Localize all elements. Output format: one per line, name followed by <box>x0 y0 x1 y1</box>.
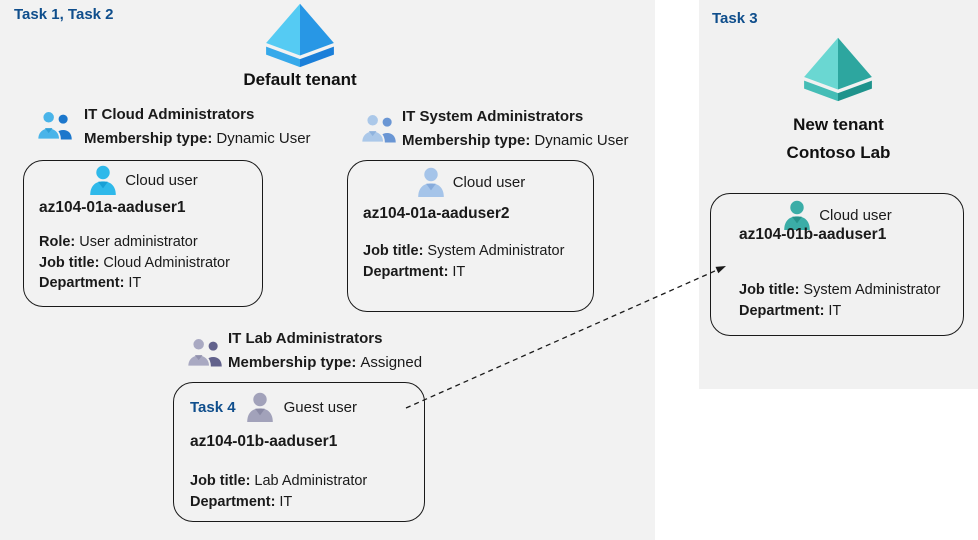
card-header: Cloud user <box>348 166 593 198</box>
field-row: Job title:Cloud Administrator <box>39 253 230 274</box>
guest-user-card-aaduser1b: Task 4 Guest user az104-01b-aaduser1 Job… <box>173 382 425 522</box>
user-card-aaduser2: Cloud user az104-01a-aaduser2 Job title:… <box>347 160 594 312</box>
field-row: Department:IT <box>39 273 230 294</box>
group-name-lab-admins: IT Lab Administrators <box>228 330 383 347</box>
field-row: Department:IT <box>363 262 564 283</box>
cloud-user-icon <box>784 200 811 230</box>
field-value: IT <box>828 302 842 319</box>
cloud-user-icon <box>417 167 444 197</box>
field-row: Job title:System Administrator <box>363 241 564 262</box>
field-row: Department:IT <box>739 301 940 322</box>
field-label: Job title: <box>39 254 100 271</box>
field-row: Job title:System Administrator <box>739 280 940 301</box>
user-type-label: Cloud user <box>125 171 198 189</box>
username: az104-01b-aaduser1 <box>190 433 338 450</box>
username: az104-01a-aaduser2 <box>363 205 510 222</box>
membership-label: Membership type: <box>228 354 357 371</box>
membership-label: Membership type: <box>84 130 213 147</box>
membership-cloud-admins: Membership type:Dynamic User <box>84 130 311 147</box>
user-fields: Role:User administrator Job title:Cloud … <box>39 232 230 294</box>
membership-system-admins: Membership type:Dynamic User <box>402 132 629 149</box>
new-tenant-title-line1: New tenant <box>793 115 884 134</box>
field-value: Lab Administrator <box>254 473 368 489</box>
field-value: IT <box>279 493 293 510</box>
group-icon-system-admins <box>360 113 396 144</box>
user-type-label: Guest user <box>283 398 357 416</box>
field-label: Department: <box>190 493 276 510</box>
user-type-label: Cloud user <box>819 206 892 224</box>
user-fields: Job title:System Administrator Departmen… <box>739 280 940 321</box>
field-label: Department: <box>739 302 825 319</box>
azure-ad-tenant-icon <box>266 3 334 68</box>
default-tenant-title: Default tenant <box>243 70 357 89</box>
field-value: System Administrator <box>427 243 565 259</box>
card-header: Task 4 Guest user <box>174 391 424 423</box>
user-fields: Job title:System Administrator Departmen… <box>363 241 564 282</box>
guest-user-icon <box>246 392 273 422</box>
new-tenant-title-line2: Contoso Lab <box>786 143 891 162</box>
field-label: Department: <box>363 263 449 280</box>
user-fields: Job title:Lab Administrator Department:I… <box>190 471 367 512</box>
membership-value: Dynamic User <box>216 130 311 147</box>
cloud-user-icon <box>90 165 117 195</box>
new-tenant-icon <box>804 37 872 102</box>
task-4-label: Task 4 <box>190 398 236 416</box>
card-header: Cloud user <box>711 199 963 231</box>
field-row: Department:IT <box>190 492 367 513</box>
card-header: Cloud user <box>24 164 262 196</box>
task-3-label: Task 3 <box>712 10 758 27</box>
username: az104-01a-aaduser1 <box>39 199 186 216</box>
field-value: Cloud Administrator <box>103 254 230 271</box>
field-label: Job title: <box>363 243 424 259</box>
membership-label: Membership type: <box>402 132 531 149</box>
group-icon-cloud-admins <box>36 110 72 141</box>
field-row: Role:User administrator <box>39 232 230 253</box>
membership-value: Assigned <box>360 354 423 371</box>
field-value: IT <box>452 263 466 280</box>
field-value: User administrator <box>79 234 198 250</box>
field-label: Job title: <box>190 473 251 489</box>
user-card-aaduser1b-newtenant: Cloud user az104-01b-aaduser1 Job title:… <box>710 193 964 336</box>
field-label: Department: <box>39 275 125 291</box>
field-label: Job title: <box>739 282 800 298</box>
group-icon-lab-admins <box>186 337 222 368</box>
field-value: System Administrator <box>803 282 941 298</box>
field-label: Role: <box>39 234 76 250</box>
username: az104-01b-aaduser1 <box>739 226 887 243</box>
membership-value: Dynamic User <box>534 132 629 149</box>
membership-lab-admins: Membership type:Assigned <box>228 354 422 371</box>
user-type-label: Cloud user <box>452 173 526 191</box>
field-row: Job title:Lab Administrator <box>190 471 367 492</box>
field-value: IT <box>128 275 142 291</box>
group-name-system-admins: IT System Administrators <box>402 108 584 125</box>
group-name-cloud-admins: IT Cloud Administrators <box>84 106 255 123</box>
task-1-2-label: Task 1, Task 2 <box>14 6 114 23</box>
user-card-aaduser1: Cloud user az104-01a-aaduser1 Role:User … <box>23 160 263 307</box>
